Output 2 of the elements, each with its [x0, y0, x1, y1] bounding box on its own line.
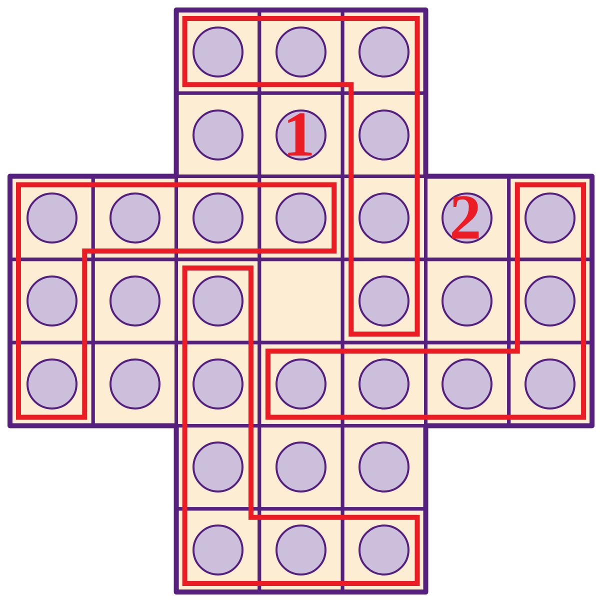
cell-number: 1 [283, 112, 316, 158]
cell-number: 2 [449, 194, 482, 241]
